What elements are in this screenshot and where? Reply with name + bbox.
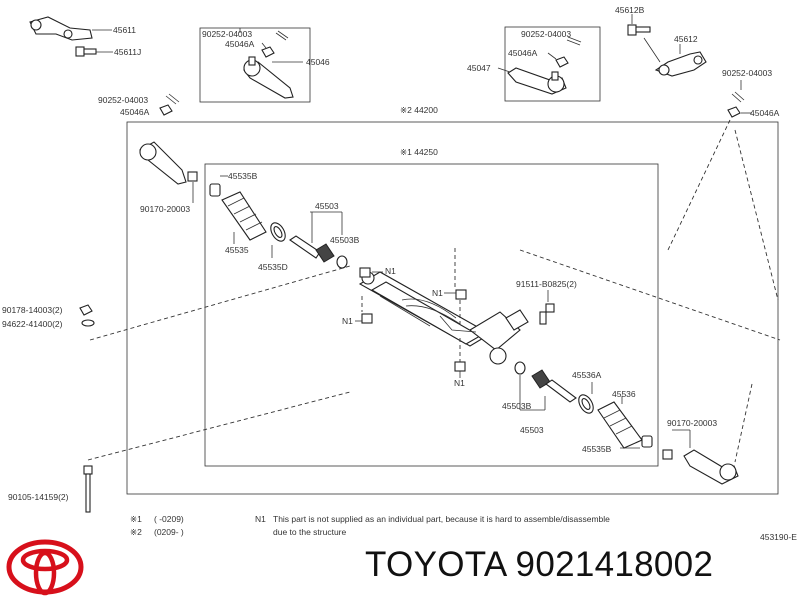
label-45046A-b: 45046A — [508, 48, 538, 58]
arm-45612-drawing — [654, 51, 707, 77]
nut-left-drawing — [159, 104, 173, 116]
clamp-45535B-right-drawing — [641, 435, 653, 448]
footnote-n1-text-line1: This part is not supplied as an individu… — [273, 514, 610, 524]
tie-rod-end-45046-drawing — [243, 56, 294, 99]
nut-45046A-drawing — [261, 46, 275, 58]
tie-rod-end-box-right — [504, 26, 601, 102]
assembly-frame-44200 — [126, 121, 779, 495]
nut-far-right-drawing — [727, 106, 741, 118]
nut-n1-left-drawing — [361, 313, 373, 324]
footnote-2-mark: ※2 — [130, 527, 142, 537]
footnote-1-range: ( -0209) — [154, 514, 184, 524]
rack-end-45503B-right-drawing — [514, 361, 526, 375]
tie-rod-end-left-drawing — [139, 141, 187, 185]
footnote-1-mark: ※1 — [130, 514, 142, 524]
label-91511: 91511-B0825(2) — [516, 279, 577, 289]
nut-90170-left-drawing — [187, 171, 198, 182]
nut-n1-bottom-drawing — [454, 361, 466, 372]
nut-n1-mid-drawing — [455, 289, 467, 300]
label-44200: ※2 44200 — [400, 105, 438, 115]
toyota-logo — [6, 539, 84, 596]
footnote-n1-text-line2: due to the structure — [273, 527, 347, 537]
cotter-pin-drawing — [275, 30, 289, 41]
arm-45611-drawing — [29, 16, 93, 41]
inner-rod-45503-right-drawing — [531, 369, 577, 403]
label-45046A-a: 45046A — [225, 39, 255, 49]
label-45612B: 45612B — [615, 5, 645, 15]
label-44250: ※1 44250 — [400, 147, 438, 157]
nut-90170-right-drawing — [662, 449, 673, 460]
label-90252-d: 90252-04003 — [98, 95, 148, 105]
label-45535B-a: 45535B — [228, 171, 258, 181]
washer-94622-drawing — [81, 319, 95, 327]
rack-end-45503B-left-drawing — [336, 255, 348, 269]
label-90170-b: 90170-20003 — [667, 418, 717, 428]
label-45047: 45047 — [467, 63, 491, 73]
label-45046A-c: 45046A — [750, 108, 780, 118]
bolt-90105-drawing — [83, 465, 93, 513]
label-45535: 45535 — [225, 245, 249, 255]
nut-90178-drawing — [79, 304, 93, 316]
bolt-45612B-drawing — [627, 24, 651, 36]
label-45536: 45536 — [612, 389, 636, 399]
label-90252-c: 90252-04003 — [722, 68, 772, 78]
label-90252-b: 90252-04003 — [521, 29, 571, 39]
footnote-n1-mark: N1 — [255, 514, 266, 524]
nut-45046A-right-drawing — [555, 56, 569, 68]
label-45535D: 45535D — [258, 262, 288, 272]
label-n1-a: N1 — [385, 266, 396, 276]
nut-n1-top-drawing — [359, 267, 371, 278]
label-45503B-b: 45503B — [502, 401, 532, 411]
label-n1-b: N1 — [432, 288, 443, 298]
part-number-title: TOYOTA 9021418002 — [365, 545, 714, 584]
tie-rod-end-45047-drawing — [507, 67, 567, 95]
label-45535B-b: 45535B — [582, 444, 612, 454]
cotter-pin-far-right-drawing — [731, 91, 745, 103]
assembly-frame-44250 — [204, 163, 659, 467]
label-45046: 45046 — [306, 57, 330, 67]
label-45046A-d: 45046A — [120, 107, 150, 117]
boot-45536-drawing — [597, 401, 643, 449]
clamp-45535B-drawing — [209, 183, 221, 197]
label-90105: 90105-14159(2) — [8, 492, 69, 502]
label-45503-b: 45503 — [520, 425, 544, 435]
bolt-45611J-drawing — [75, 46, 97, 57]
label-45611: 45611 — [113, 25, 136, 35]
boot-45535-drawing — [221, 191, 267, 241]
label-90178: 90178-14003(2) — [2, 305, 63, 315]
clamp-45536A-drawing — [578, 394, 594, 414]
label-45503-a: 45503 — [315, 201, 339, 211]
label-45536A: 45536A — [572, 370, 602, 380]
clamp-45535D-drawing — [270, 222, 286, 242]
diagram-reference: 453190-E — [760, 532, 797, 542]
tie-rod-end-right-drawing — [683, 449, 739, 485]
cotter-pin-left-drawing — [165, 93, 180, 105]
label-90170-a: 90170-20003 — [140, 204, 190, 214]
label-n1-d: N1 — [454, 378, 465, 388]
tie-rod-end-box-left — [199, 27, 311, 103]
steering-gear-housing-drawing — [358, 271, 529, 365]
footnote-2-range: (0209- ) — [154, 527, 184, 537]
bolt-91511-drawing — [539, 303, 555, 325]
label-94622: 94622-41400(2) — [2, 319, 63, 329]
inner-rod-45503-left-drawing — [289, 235, 335, 263]
label-n1-c: N1 — [342, 316, 353, 326]
label-45503B-a: 45503B — [330, 235, 360, 245]
label-90252-a: 90252-04003 — [202, 29, 252, 39]
cotter-pin-right-drawing — [566, 36, 582, 46]
label-45611J: 45611J — [114, 47, 141, 57]
label-45612: 45612 — [674, 34, 698, 44]
